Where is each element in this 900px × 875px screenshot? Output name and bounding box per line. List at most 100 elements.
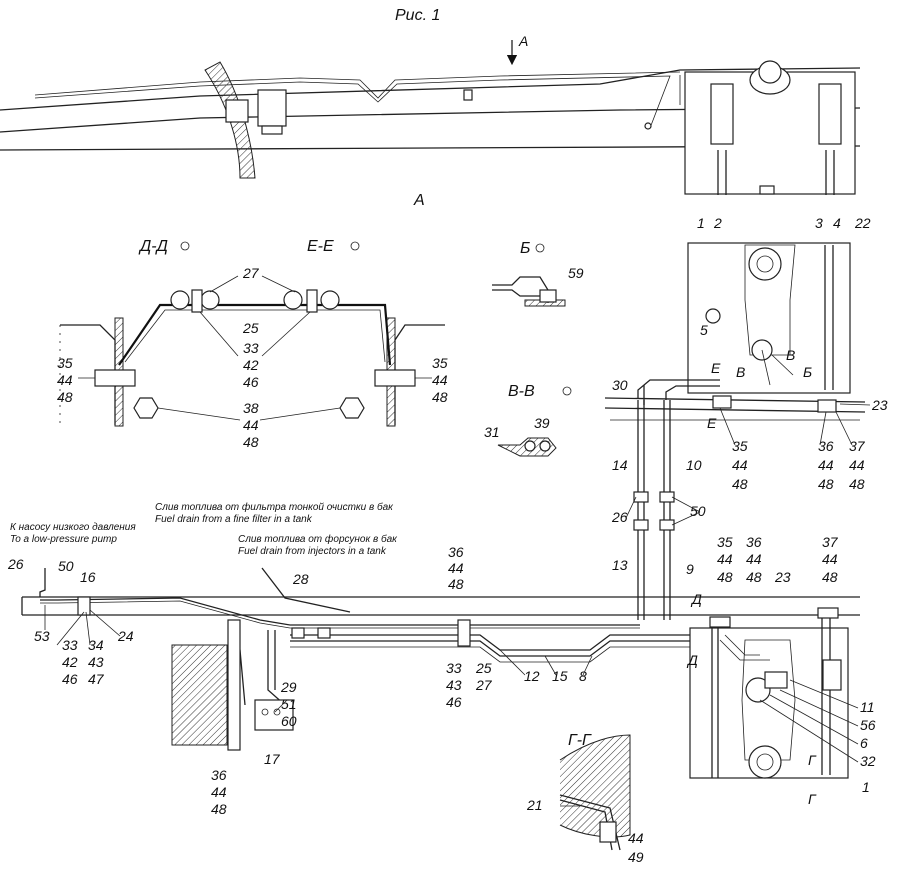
section-vv-label: В-В: [508, 383, 535, 400]
callout: 33: [62, 637, 78, 653]
callout: Г: [808, 791, 817, 807]
callout: 17: [264, 751, 281, 767]
callout: 48: [432, 389, 448, 405]
callout: 60: [281, 713, 297, 729]
callout: 37: [822, 534, 839, 550]
callout: В: [736, 364, 745, 380]
callout: Е: [711, 360, 721, 376]
callout: 11: [860, 699, 875, 715]
callout: 44: [57, 372, 73, 388]
injectors-note-ru: Слив топлива от форсунок в бак: [238, 533, 398, 545]
top-frame-view: А: [0, 33, 861, 195]
section-vv: В-В: [497, 383, 572, 457]
callout: 39: [534, 415, 550, 431]
view-arrow-label: А: [518, 33, 528, 49]
callout: 44: [746, 551, 762, 567]
callout: 42: [243, 357, 259, 373]
callout: 34: [88, 637, 104, 653]
section-dd-label: Д-Д: [138, 238, 168, 255]
callout: Д: [690, 591, 702, 607]
callout: 48: [818, 476, 834, 492]
figure-title: Рис. 1: [395, 7, 440, 24]
callout: 44: [628, 830, 644, 846]
callout: 44: [732, 457, 748, 473]
callout: 1: [697, 215, 705, 231]
callout: 51: [281, 696, 297, 712]
callout: 5: [700, 322, 708, 338]
callout: 2: [713, 215, 722, 231]
callout: 33: [446, 660, 462, 676]
callout: 28: [292, 571, 309, 587]
callout: 48: [822, 569, 838, 585]
callout: 35: [732, 438, 748, 454]
filter-note-en: Fuel drain from a fine filter in a tank: [155, 514, 313, 525]
callout: 59: [568, 265, 584, 281]
callout: 50: [58, 558, 74, 574]
callout: Д: [686, 652, 698, 668]
callout: 24: [117, 628, 134, 644]
callout: 16: [80, 569, 96, 585]
callout: 48: [717, 569, 733, 585]
injectors-note-en: Fuel drain from injectors in a tank: [238, 546, 387, 557]
section-dd-ee: Д-Д Е-Е: [59, 238, 445, 428]
callout: 48: [849, 476, 865, 492]
main-frame: [21, 567, 860, 751]
callout: 36: [211, 767, 227, 783]
callout: Е: [707, 415, 717, 431]
section-b: Б: [492, 240, 566, 307]
callout: 47: [88, 671, 105, 687]
callout: 35: [432, 355, 448, 371]
lower-tank-plan: [689, 607, 849, 779]
callout: 44: [211, 784, 227, 800]
callout: 48: [448, 576, 464, 592]
pump-note-en: To a low-pressure pump: [10, 534, 117, 545]
callout: 38: [243, 400, 259, 416]
view-a-label: А: [413, 192, 425, 209]
callout: Б: [803, 364, 812, 380]
callout: 26: [7, 556, 24, 572]
leader-lines: [44, 403, 871, 807]
callouts: 2 3 4 22 1 27 25 33 42 46 35 44 48 35 44…: [7, 215, 888, 865]
callout: 48: [243, 434, 259, 450]
callout: 4: [833, 215, 841, 231]
callout: 42: [62, 654, 78, 670]
callout: 48: [211, 801, 227, 817]
callout: 35: [717, 534, 733, 550]
section-b-label: Б: [520, 240, 530, 257]
callout: Г: [808, 752, 817, 768]
callout: 44: [717, 551, 733, 567]
callout: 36: [818, 438, 834, 454]
callout: 31: [484, 424, 500, 440]
callout: 25: [475, 660, 492, 676]
section-gg: Г-Г: [559, 732, 631, 851]
callout: 49: [628, 849, 644, 865]
callout: 23: [774, 569, 791, 585]
upper-tank-plan: [604, 242, 866, 620]
callout: 32: [860, 753, 876, 769]
callout: 29: [280, 679, 297, 695]
callout: 36: [448, 544, 464, 560]
callout: 23: [871, 397, 888, 413]
callout: 44: [818, 457, 834, 473]
callout: 48: [57, 389, 73, 405]
callout: 14: [612, 457, 628, 473]
callout: 43: [446, 677, 462, 693]
callout: 1: [862, 779, 870, 795]
callout: 43: [88, 654, 104, 670]
callout: 44: [243, 417, 259, 433]
callout: 22: [854, 215, 871, 231]
callout: 3: [815, 215, 823, 231]
callout: 44: [822, 551, 838, 567]
callout: 8: [579, 668, 587, 684]
callout: 44: [448, 560, 464, 576]
callout: 48: [732, 476, 748, 492]
pump-note-ru: К насосу низкого давления: [10, 522, 136, 533]
callout: 56: [860, 717, 876, 733]
callout: 12: [524, 668, 540, 684]
notes: К насосу низкого давления To a low-press…: [10, 501, 398, 557]
callout: 27: [242, 265, 260, 281]
callout: 25: [242, 320, 259, 336]
callout: 21: [526, 797, 543, 813]
callout: 48: [746, 569, 762, 585]
